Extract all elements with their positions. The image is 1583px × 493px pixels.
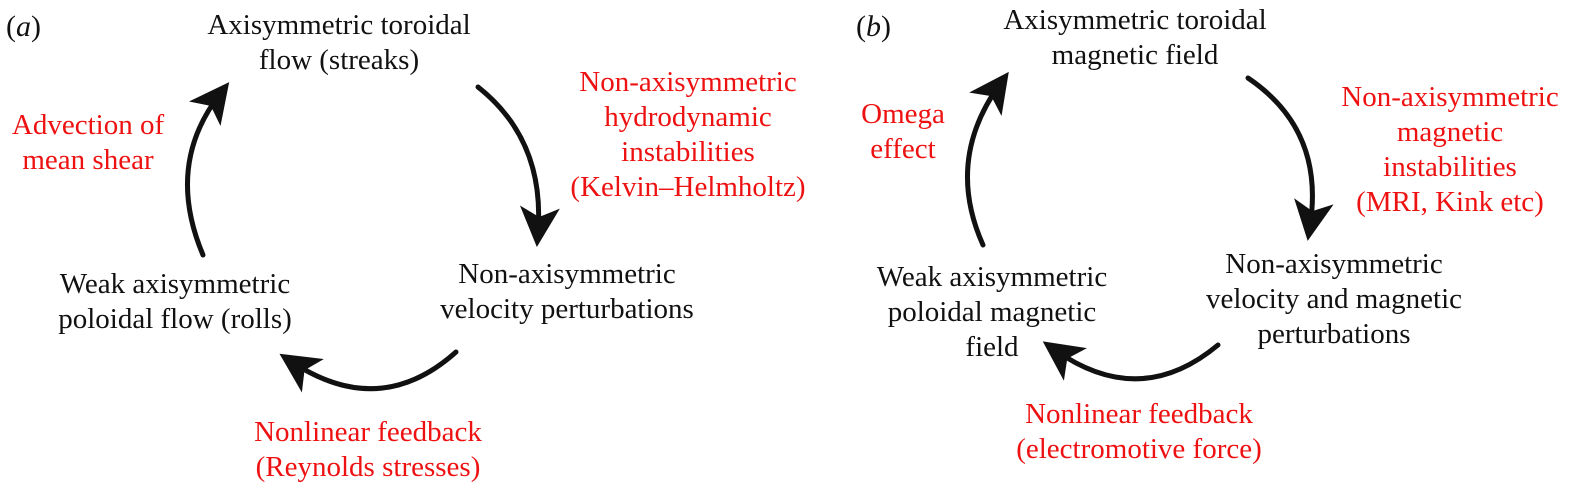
process-hydrodynamic-instabilities: Non-axisymmetric hydrodynamic instabilit… [570, 66, 806, 203]
process-nonlinear-feedback: Nonlinear feedback (Reynolds stresses) [254, 416, 482, 483]
process-nonlinear-feedback: Nonlinear feedback (electromotive force) [1016, 398, 1262, 465]
cycle-arrows-b [965, 71, 1334, 382]
arrow-right-to-left [1042, 341, 1221, 382]
process-magnetic-instabilities: Non-axisymmetric magnetic instabilities … [1341, 81, 1559, 218]
node-poloidal-flow: Weak axisymmetric poloidal flow (rolls) [58, 268, 292, 335]
arrow-top-to-right [475, 84, 560, 247]
arrow-left-to-top [185, 82, 230, 258]
arrow-right-to-left [279, 349, 459, 393]
arrow-left-to-top [965, 71, 1009, 248]
node-toroidal-magnetic-field: Axisymmetric toroidal magnetic field [1003, 4, 1267, 71]
panel-label-b: (b) [856, 10, 891, 43]
process-omega-effect: Omega effect [861, 98, 945, 165]
panel-b: (b) Axisymmetric toroidal magnetic field… [790, 0, 1583, 493]
node-poloidal-magnetic-field: Weak axisymmetric poloidal magnetic fiel… [876, 261, 1108, 363]
node-velocity-magnetic-perturbations: Non-axisymmetric velocity and magnetic p… [1205, 248, 1463, 350]
panel-a: (a) Axisymmetric toroidal flow (streaks)… [0, 0, 806, 493]
node-velocity-perturbations: Non-axisymmetric velocity perturbations [440, 258, 694, 325]
cycle-arrows-a [185, 82, 560, 393]
arrow-top-to-right [1245, 75, 1334, 241]
node-toroidal-flow: Axisymmetric toroidal flow (streaks) [207, 9, 471, 76]
panel-label-a: (a) [6, 10, 41, 43]
process-advection-mean-shear: Advection of mean shear [11, 109, 165, 176]
